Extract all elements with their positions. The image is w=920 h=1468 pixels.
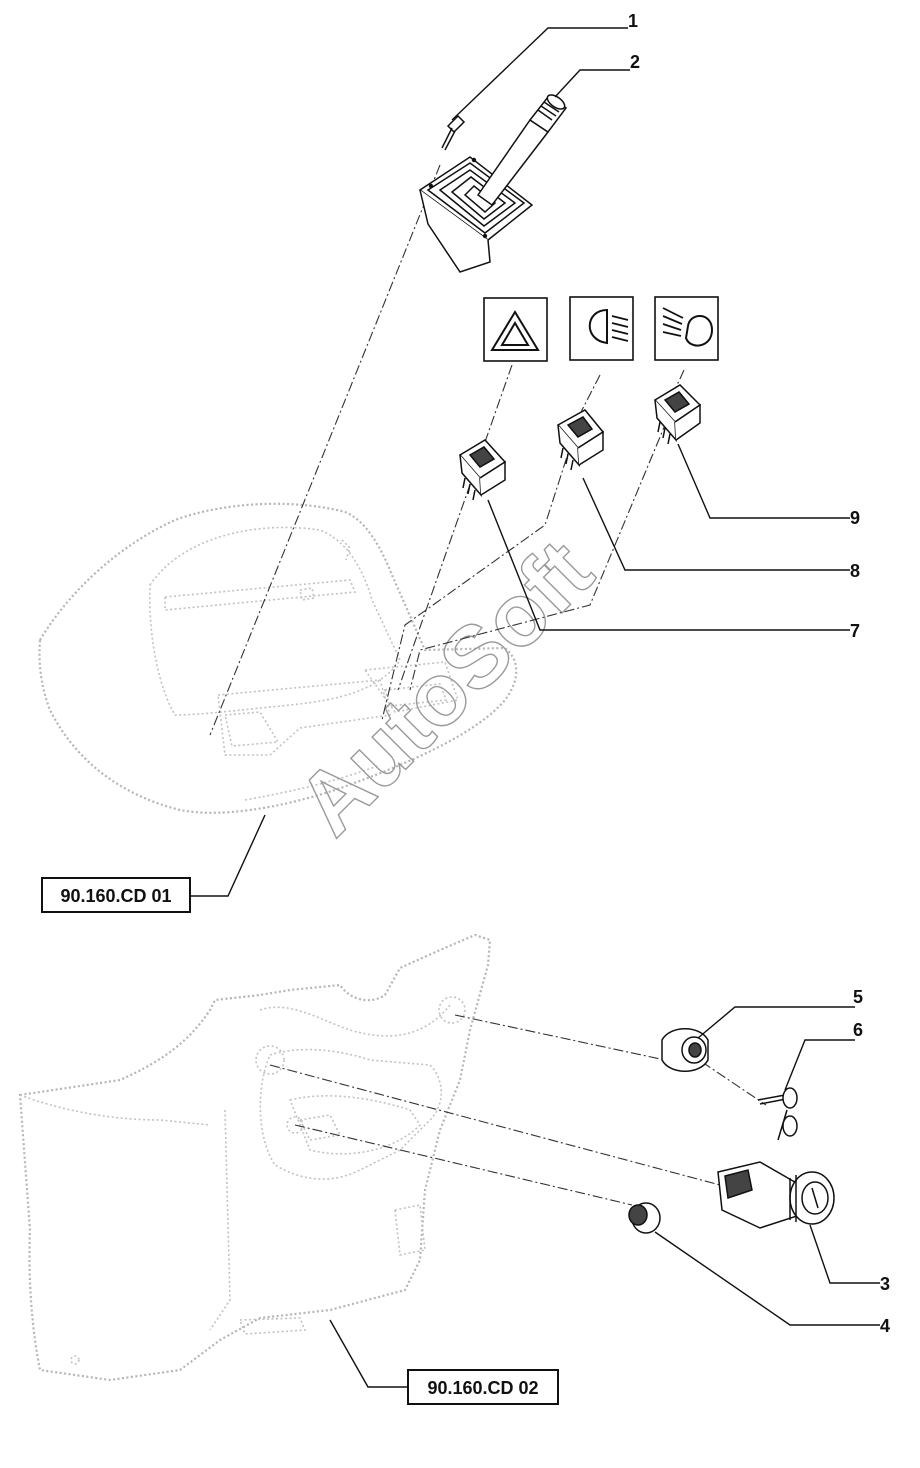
callout-4: 4 (880, 1316, 890, 1336)
mount-hole-2 (438, 996, 466, 1024)
reference-box-upper: 90.160.CD 01 (41, 877, 191, 913)
watermark: AutoSoft (278, 520, 612, 854)
callout-6: 6 (853, 1020, 863, 1040)
reference-box-lower: 90.160.CD 02 (407, 1369, 559, 1405)
lever-control-part-2 (418, 94, 568, 273)
mount-hole-1 (255, 1045, 285, 1075)
callout-2: 2 (630, 52, 640, 72)
knob-part-5 (661, 1028, 709, 1072)
mount-hole-3 (286, 1116, 304, 1134)
callout-1: 1 (628, 11, 638, 31)
callout-numbers: 1 2 3 4 5 6 7 8 9 (628, 11, 890, 1336)
ignition-switch-part-3 (717, 1161, 835, 1229)
callout-9: 9 (850, 508, 860, 528)
callout-7: 7 (850, 621, 860, 641)
high-beam-icon (654, 296, 719, 361)
dashboard-housing (38, 502, 518, 814)
side-panel (18, 933, 492, 1382)
callout-5: 5 (853, 987, 863, 1007)
rocker-switch-part-8 (556, 409, 605, 471)
screw-part-1 (441, 114, 466, 151)
rocker-switch-part-7 (458, 439, 507, 501)
reference-lower-text: 90.160.CD 02 (427, 1378, 538, 1398)
callout-8: 8 (850, 561, 860, 581)
watermark-text: AutoSoft (278, 521, 611, 854)
low-beam-icon (569, 296, 634, 361)
reference-upper-text: 90.160.CD 01 (60, 886, 171, 906)
plug-part-4 (628, 1202, 661, 1234)
hazard-warning-icon (483, 297, 548, 362)
callout-3: 3 (880, 1274, 890, 1294)
leader-lines (190, 27, 880, 1388)
keys-part-6 (757, 1087, 798, 1141)
rocker-switch-part-9 (653, 384, 702, 445)
